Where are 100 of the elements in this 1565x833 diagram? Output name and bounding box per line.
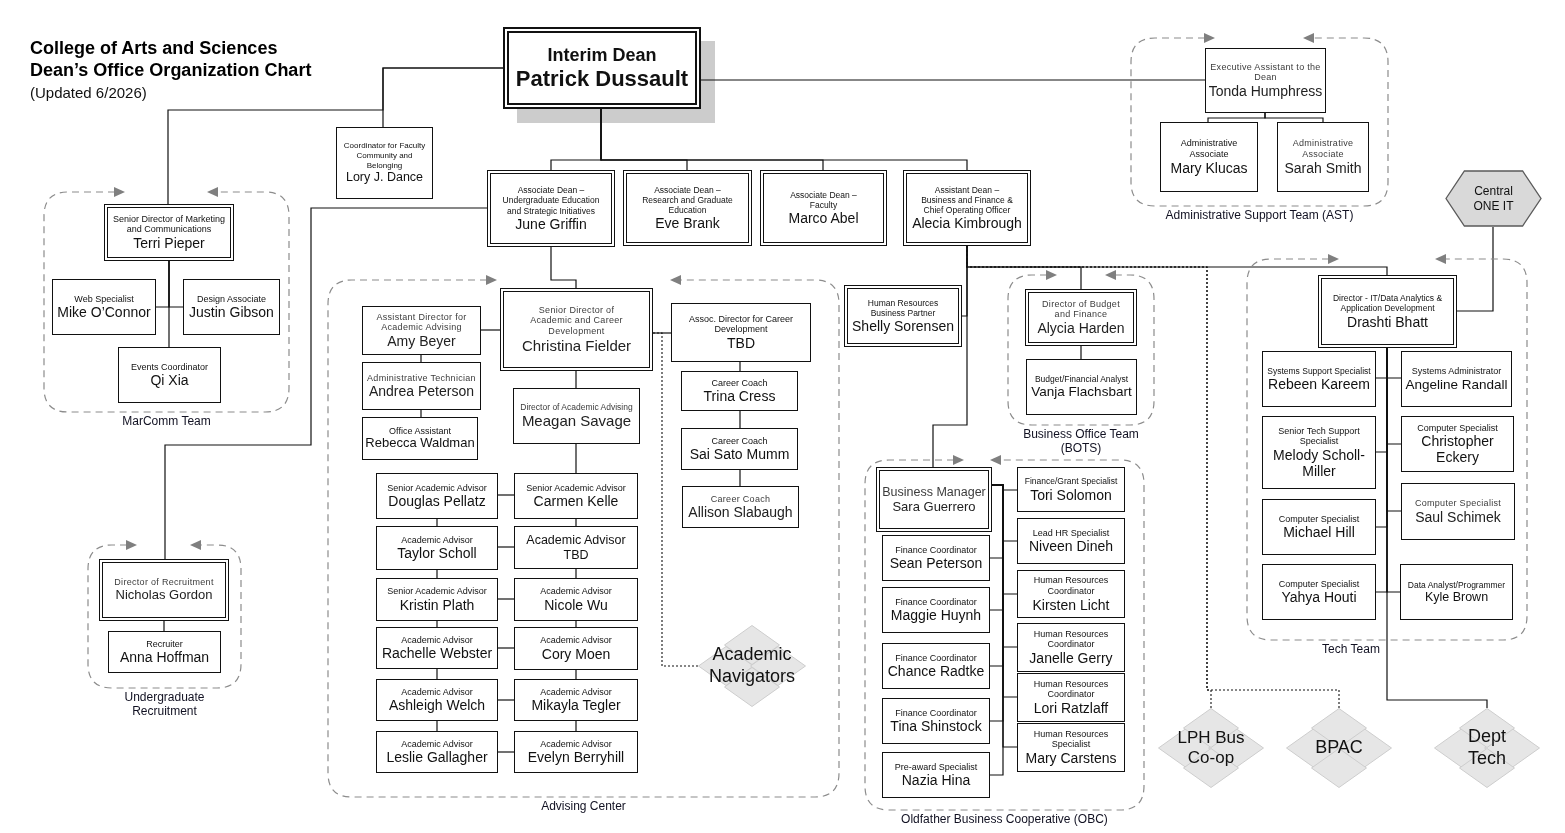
position-box (514, 679, 638, 721)
person-name: Mikayla Tegler (531, 697, 621, 714)
connector-line (700, 79, 1206, 81)
group-caption: Administrative Support Team (AST) (1165, 208, 1354, 222)
person-name: Nicholas Gordon (115, 587, 213, 603)
job-title: Academic Advisor (401, 738, 473, 750)
position-box (514, 473, 638, 519)
person-name: Janelle Gerry (1029, 650, 1113, 667)
position-box (362, 306, 481, 355)
position-box (1277, 122, 1369, 192)
person-name: Allison Slabaugh (688, 504, 793, 521)
position-box (376, 627, 498, 669)
position-box (1017, 467, 1125, 512)
job-title: Senior Director of Academic and Career Development (529, 304, 624, 338)
job-title: Human Resources Coordinator (1032, 678, 1110, 701)
job-title: Human Resources Specialist (1032, 728, 1110, 751)
group-caption: Oldfather Business Cooperative (OBC) (901, 812, 1108, 826)
job-title: Finance Coordinator (895, 652, 977, 664)
job-title: Design Associate (196, 293, 266, 305)
connector-line (436, 569, 438, 579)
job-title: Finance Coordinator (895, 707, 977, 719)
connector-line (652, 332, 672, 334)
connector-line (167, 67, 504, 205)
job-title: Computer Specialist (1417, 422, 1498, 434)
job-title: Academic Advisor (401, 686, 473, 698)
person-name: Christina Fielder (521, 337, 632, 355)
diamond-cluster (698, 625, 806, 707)
person-name: Mary Carstens (1025, 750, 1117, 767)
job-title: Lead HR Specialist (1032, 527, 1110, 539)
position-box (514, 731, 638, 773)
position-box (882, 535, 990, 581)
connector-line (497, 494, 515, 496)
connector-line (497, 546, 515, 548)
person-name: Patrick Dussault (515, 66, 689, 92)
person-name: Douglas Pellatz (388, 493, 486, 510)
job-title: Senior Academic Advisor (526, 482, 626, 494)
connector-line (739, 469, 741, 487)
unit-label: Dept Tech (1467, 726, 1507, 770)
group-caption: Business Office Team (BOTS) (1022, 427, 1140, 455)
position-box (336, 127, 433, 199)
job-title: Senior Academic Advisor (387, 482, 487, 494)
position-box (1262, 564, 1376, 620)
position-box (882, 752, 990, 798)
connector-line (966, 245, 1388, 276)
position-box (514, 578, 638, 621)
position-box (671, 303, 811, 362)
connector-line (1264, 112, 1324, 123)
person-name: Rebecca Waldman (365, 436, 475, 452)
connector-line (168, 260, 170, 348)
position-box (1160, 122, 1258, 192)
connector-line (575, 720, 577, 732)
job-title: Business Manager (882, 484, 986, 500)
connector-line (164, 207, 488, 560)
job-title: Director of Budget and Finance (1041, 298, 1121, 321)
job-title: Finance Coordinator (895, 544, 977, 556)
job-title: Senior Director of Marketing and Communications (111, 213, 226, 236)
job-title: Pre-award Specialist (894, 761, 978, 773)
person-name: Justin Gibson (189, 304, 274, 321)
position-box (1400, 564, 1513, 620)
person-name: Lory J. Dance (345, 170, 424, 185)
job-title: Systems Administrator (1411, 365, 1502, 377)
job-title: Senior Academic Advisor (387, 586, 487, 597)
person-name: Rachelle Webster (381, 645, 493, 662)
group-caption: Undergraduate Recruitment (123, 690, 206, 718)
job-title: Human Resources Business Partner (866, 297, 940, 319)
position-box (500, 288, 653, 371)
person-name: Melody Scholl-Miller (1272, 447, 1366, 480)
position-box (52, 279, 156, 335)
position-box (104, 204, 234, 261)
job-title: Director of Recruitment (114, 577, 214, 588)
job-title: Administrative Associate (1179, 138, 1239, 160)
position-box (623, 170, 752, 246)
person-name: Kyle Brown (1424, 589, 1489, 605)
position-box (681, 371, 798, 411)
job-title: Associate Dean – Undergraduate Education and Strategic Initiatives (501, 185, 601, 216)
person-name: Nicole Wu (544, 596, 608, 613)
job-title: Administrative Associate (1291, 138, 1355, 160)
person-name: Tori Solomon (1030, 486, 1112, 503)
person-name: Angeline Randall (1405, 376, 1508, 393)
position-box (183, 279, 280, 335)
job-title: Human Resources Coordinator (1032, 628, 1110, 651)
person-name: Sara Guerrero (892, 499, 976, 515)
person-name: Saul Schimek (1415, 508, 1501, 525)
job-title: Academic Advisor (540, 686, 612, 698)
person-name: Qi Xia (150, 372, 189, 389)
position-box (903, 170, 1031, 246)
person-name: Lori Ratzlaff (1033, 700, 1109, 717)
job-title: Associate Dean – Research and Graduate Education (641, 184, 734, 216)
group-caption: MarComm Team (122, 414, 211, 428)
position-box (1025, 289, 1137, 346)
position-box (1318, 275, 1457, 348)
job-title: Assistant Dean – Business and Finance & Chief Operating Officer (920, 184, 1014, 216)
job-title: Computer Specialist (1278, 513, 1360, 525)
job-title: Budget/Financial Analyst (1034, 374, 1129, 385)
connector-line (575, 620, 577, 628)
job-title: Web Specialist (74, 293, 134, 305)
person-name: Maggie Huynh (890, 607, 982, 624)
position-box (118, 347, 221, 403)
person-name: Niveen Dineh (1028, 538, 1114, 555)
person-name: Tina Shinstock (890, 718, 982, 735)
